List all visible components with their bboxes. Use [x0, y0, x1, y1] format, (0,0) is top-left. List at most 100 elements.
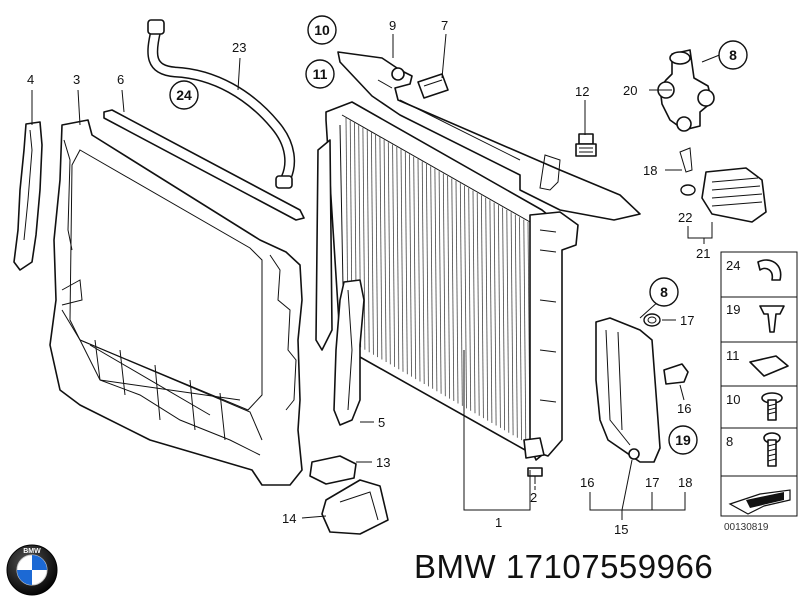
circled-10: 10: [314, 22, 330, 38]
radiator-fin-line: [426, 163, 429, 387]
radiator-fin-line: [514, 214, 518, 438]
legend-arrow: [728, 489, 791, 515]
radiator-fin-line: [371, 132, 374, 355]
bmw-logo: BMW: [6, 544, 58, 596]
vent-hose: [147, 19, 296, 189]
callout-18-bottom: 18: [678, 475, 692, 490]
radiator-fin-line: [379, 137, 383, 360]
radiator-fin-line: [523, 219, 527, 443]
radiator-fin-line: [519, 217, 522, 441]
callout-23: 23: [232, 40, 246, 55]
legend-label-19: 19: [726, 302, 740, 317]
clip-16: [663, 363, 689, 385]
radiator-fin-line: [375, 134, 378, 358]
fan-shroud-frame: [49, 119, 303, 486]
callout-22: 22: [678, 210, 692, 225]
callout-7: 7: [441, 18, 448, 33]
side-bracket: [333, 279, 365, 426]
legend-icon-screw: [763, 432, 781, 467]
side-seal-strip: [13, 121, 43, 271]
legend-label-10: 10: [726, 392, 740, 407]
radiator-fin-line: [387, 142, 391, 365]
drawing-number: 00130819: [724, 522, 769, 533]
oil-cooler: [679, 147, 767, 223]
callout-13: 13: [376, 455, 390, 470]
radiator-fin-line: [421, 161, 425, 385]
callout-3: 3: [73, 72, 80, 87]
radiator-fin-line: [383, 139, 387, 363]
callout-20: 20: [623, 83, 637, 98]
radiator-fin-line: [510, 212, 514, 436]
radiator-fin-line: [476, 192, 480, 416]
callout-4: 4: [27, 72, 34, 87]
radiator-fin-line: [455, 180, 459, 404]
callout-2: 2: [530, 490, 537, 505]
radiator-fin-line: [438, 171, 442, 394]
radiator-fin-line: [409, 154, 412, 377]
circled-callouts: 10 11 24 8 8 19: [169, 15, 748, 455]
radiator-fin-line: [400, 149, 404, 372]
legend-label-11: 11: [726, 348, 740, 363]
radiator-fin-line: [442, 173, 446, 397]
radiator-fin-line: [459, 183, 463, 406]
radiator-fin-line: [430, 166, 434, 389]
radiator-fin-line: [392, 144, 395, 367]
radiator-fin-line: [366, 130, 370, 353]
radiator-fin-line: [417, 159, 421, 382]
callout-9: 9: [389, 18, 396, 33]
legend-icon-clip: [757, 259, 782, 281]
callout-16-bottom: 16: [580, 475, 594, 490]
callout-14: 14: [282, 511, 296, 526]
radiator-fin-line: [481, 195, 484, 419]
radiator-fin-line: [493, 202, 497, 426]
legend-icon-push-rivet: [759, 305, 785, 333]
callout-numbers: 4 3 6 23 9 7 12 20 18 22 21 17 16 5 13 1…: [27, 18, 710, 537]
callout-16-right: 16: [677, 401, 691, 416]
callout-21: 21: [696, 246, 710, 261]
circled-8-middle: 8: [660, 284, 668, 300]
radiator-fin-line: [506, 209, 510, 433]
radiator-fin-line: [502, 207, 505, 431]
callout-6: 6: [117, 72, 124, 87]
circled-11: 11: [313, 66, 328, 82]
radiator-fin-line: [362, 127, 366, 350]
callout-15: 15: [614, 522, 628, 537]
fastener-legend: 24 19 11 10 8 00130819: [720, 251, 798, 533]
radiator-fin-line: [464, 185, 467, 409]
callout-1: 1: [495, 515, 502, 530]
circled-19: 19: [675, 432, 691, 448]
radiator-core: [315, 101, 579, 461]
top-seal-strip: [103, 109, 305, 221]
radiator-fin-line: [468, 188, 472, 411]
circled-24: 24: [176, 87, 192, 103]
temperature-sensor: [575, 133, 597, 157]
mount-14: [321, 479, 389, 535]
radiator-fin-line: [404, 151, 408, 375]
callout-18-top: 18: [643, 163, 657, 178]
bmw-logo-text: BMW: [23, 548, 41, 555]
legend-label-24: 24: [726, 258, 740, 273]
callout-5: 5: [378, 415, 385, 430]
radiator-fin-line: [472, 190, 476, 414]
radiator-fin-line: [447, 175, 450, 399]
drain-plug: [527, 467, 543, 484]
legend-label-8: 8: [726, 434, 733, 449]
legend-icon-clip-nut: [749, 355, 789, 377]
air-duct: [595, 317, 661, 463]
radiator-fin-line: [434, 168, 438, 392]
grommet-17: [643, 313, 661, 327]
mount-13: [309, 455, 357, 485]
radiator-fin-line: [489, 200, 493, 424]
callout-17-top: 17: [680, 313, 694, 328]
circled-8-top: 8: [729, 47, 737, 63]
part-number-caption: BMW 17107559966: [414, 548, 714, 585]
callout-12: 12: [575, 84, 589, 99]
radiator-fin-line: [485, 197, 489, 421]
radiator-fin-line: [413, 156, 417, 380]
radiator-fin-line: [498, 205, 501, 428]
radiator-fins: [345, 117, 531, 446]
upper-bracket: [337, 51, 641, 221]
radiator-fin-line: [451, 178, 455, 402]
callout-17-bottom: 17: [645, 475, 659, 490]
